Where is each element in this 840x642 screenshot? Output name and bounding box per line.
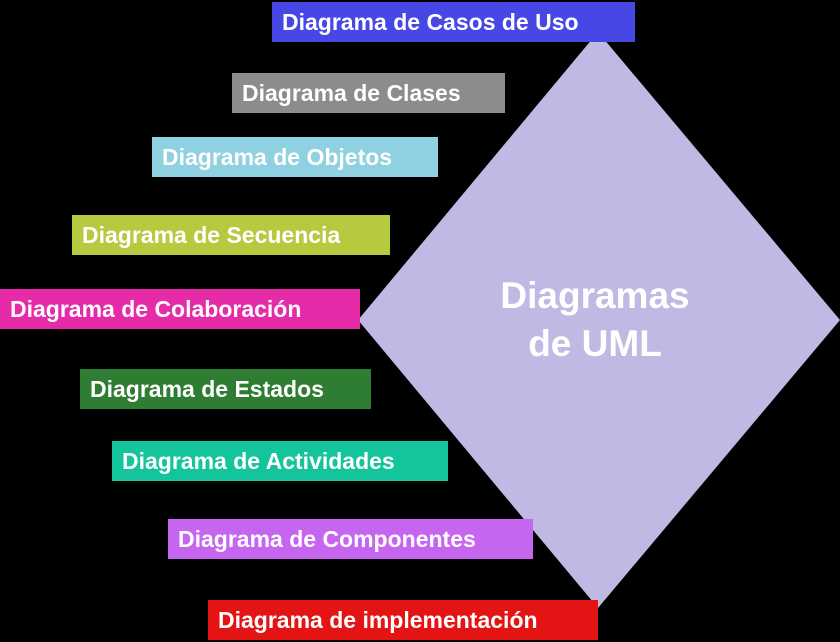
label-secuencia: Diagrama de Secuencia xyxy=(72,215,390,255)
label-colaboracion: Diagrama de Colaboración xyxy=(0,289,360,329)
central-diamond xyxy=(358,32,840,608)
label-estados: Diagrama de Estados xyxy=(80,369,371,409)
label-casos-de-uso: Diagrama de Casos de Uso xyxy=(272,2,635,42)
center-title-line-2: de UML xyxy=(528,323,662,364)
label-objetos: Diagrama de Objetos xyxy=(152,137,438,177)
label-componentes: Diagrama de Componentes xyxy=(168,519,533,559)
label-implementacion: Diagrama de implementación xyxy=(208,600,598,640)
center-title: Diagramas de UML xyxy=(440,272,750,368)
label-actividades: Diagrama de Actividades xyxy=(112,441,448,481)
label-clases: Diagrama de Clases xyxy=(232,73,505,113)
center-title-line-1: Diagramas xyxy=(500,275,690,316)
